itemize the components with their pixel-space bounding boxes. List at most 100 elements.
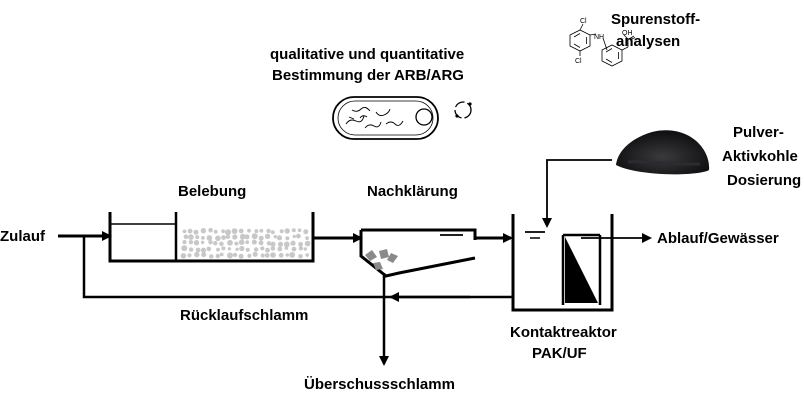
- sludge-floc: [303, 247, 307, 251]
- sludge-floc: [219, 241, 224, 247]
- sludge-floc: [291, 228, 296, 233]
- sludge-floc: [260, 253, 265, 258]
- sludge-floc: [251, 239, 257, 245]
- sludge-floc: [276, 235, 283, 241]
- sludge-floc: [208, 240, 213, 245]
- sludge-floc: [305, 253, 310, 257]
- sludge-floc: [247, 228, 251, 233]
- sludge-floc: [215, 235, 221, 242]
- sludge-floc: [200, 228, 207, 234]
- sludge-floc: [227, 239, 233, 246]
- sludge-floc: [216, 247, 220, 252]
- sludge-floc: [284, 228, 290, 234]
- spuren-label-1: Spurenstoff-: [611, 11, 700, 28]
- ueberschuss-label: Überschussschlamm: [304, 376, 455, 393]
- sludge-floc: [284, 246, 289, 250]
- sludge-floc: [283, 241, 290, 248]
- sludge-floc: [252, 251, 258, 257]
- sludge-floc: [195, 235, 200, 240]
- secondary-clarifier: [359, 228, 477, 278]
- pulver-label-3: Dosierung: [727, 172, 801, 189]
- sludge-floc: [225, 229, 231, 236]
- pac-dosing-line: [542, 159, 612, 228]
- sludge-floc: [183, 234, 189, 240]
- pulver-label-2: Aktivkohle: [722, 148, 798, 165]
- contact-reactor: [511, 214, 614, 312]
- petri-dish-icon: [332, 96, 439, 140]
- sludge-floc: [239, 233, 246, 240]
- sludge-floc: [221, 246, 226, 251]
- sludge-floc: [266, 228, 271, 234]
- pak-uf-label: PAK/UF: [532, 345, 587, 362]
- sludge-floc: [181, 245, 188, 252]
- sludge-floc: [221, 235, 227, 241]
- sludge-floc: [270, 241, 276, 247]
- sludge-floc: [209, 254, 214, 259]
- sludge-floc: [292, 234, 296, 239]
- sludge-floc: [238, 228, 244, 234]
- sludge-floc: [221, 229, 226, 234]
- sludge-floc: [227, 247, 232, 251]
- sludge-floc: [245, 247, 250, 252]
- sludge-floc: [273, 235, 277, 239]
- ruecklauf-label: Rücklaufschlamm: [180, 307, 308, 324]
- sludge-floc: [235, 247, 239, 251]
- sludge-floc: [238, 253, 244, 259]
- sludge-floc: [278, 252, 284, 258]
- sludge-floc: [232, 252, 238, 257]
- sludge-floc: [219, 252, 224, 257]
- sludge-floc: [225, 234, 231, 239]
- molecule-oh: OH: [622, 30, 633, 37]
- sludge-floc: [206, 235, 213, 241]
- sludge-floc: [238, 239, 245, 245]
- sludge-floc: [260, 246, 265, 251]
- sludge-floc: [208, 227, 213, 233]
- sludge-floc: [258, 235, 264, 241]
- molecule-nh: NH: [594, 34, 604, 41]
- sludge-floc: [200, 247, 207, 253]
- molecule-cl-top: Cl: [580, 18, 587, 25]
- sludge-floc: [194, 251, 200, 258]
- zulauf-label: Zulauf: [0, 228, 46, 245]
- sludge-floc: [234, 241, 239, 246]
- sludge-floc: [285, 236, 290, 241]
- sludge-floc: [206, 246, 212, 252]
- sludge-floc: [193, 229, 199, 235]
- sludge-floc: [188, 234, 194, 240]
- sludge-floc: [201, 236, 205, 240]
- sludge-floc: [270, 230, 275, 235]
- return-sludge-line: [82, 236, 513, 299]
- molecule-cl-bottom: Cl: [575, 58, 582, 65]
- sludge-floc: [188, 247, 194, 252]
- sludge-floc: [201, 252, 207, 258]
- sludge-floc: [289, 252, 296, 258]
- nachklaerung-label: Nachklärung: [367, 183, 458, 200]
- aeration-tank: [108, 212, 315, 263]
- uf-membrane: [565, 237, 598, 303]
- sludge-floc: [258, 240, 264, 246]
- sludge-floc: [259, 228, 264, 233]
- ablauf-label: Ablauf/Gewässer: [657, 230, 779, 247]
- sludge-floc: [195, 247, 201, 253]
- arb-label-2: Bestimmung der ARB/ARG: [272, 67, 464, 84]
- sludge-floc: [251, 233, 258, 240]
- sludge-floc: [188, 240, 194, 245]
- sludge-floc: [182, 229, 187, 234]
- spuren-label-2: analysen: [616, 33, 680, 50]
- sludge-floc: [239, 245, 245, 252]
- sludge-floc: [303, 229, 309, 235]
- sludge-floc: [247, 253, 252, 258]
- sludge-floc: [297, 228, 302, 232]
- sludge-floc: [193, 240, 200, 246]
- sludge-floc: [187, 253, 192, 258]
- arb-label-1: qualitative und quantitative: [270, 46, 464, 63]
- sludge-floc: [296, 233, 301, 239]
- sludge-floc: [232, 234, 238, 240]
- sludge-floc: [264, 253, 270, 258]
- plasmid-icon: [454, 101, 472, 119]
- sludge-floc: [285, 253, 290, 257]
- sludge-floc: [277, 241, 284, 247]
- sludge-floc: [298, 241, 303, 247]
- sludge-floc: [265, 247, 270, 253]
